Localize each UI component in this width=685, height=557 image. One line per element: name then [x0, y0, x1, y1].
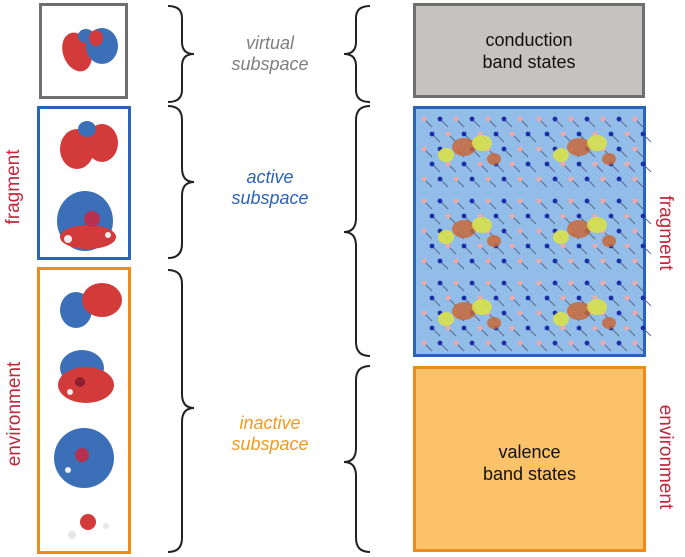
active-left-brace — [167, 105, 195, 259]
active-right-brace — [343, 105, 371, 357]
virtual-subspace-label: virtual subspace — [210, 33, 330, 75]
active-orbital-image — [57, 121, 118, 251]
valence-line2: band states — [482, 464, 577, 484]
inactive-subspace-label: inactive subspace — [210, 413, 330, 455]
inactive-subspace-line2: subspace — [231, 434, 309, 454]
conduction-line1: conduction — [485, 30, 573, 50]
active-subspace-line2: subspace — [231, 188, 309, 208]
inactive-orbital-image — [54, 283, 122, 539]
conduction-band-box: conduction band states — [413, 3, 645, 98]
virtual-orbital-box — [39, 3, 128, 99]
active-subspace-line1: active — [246, 167, 294, 187]
virtual-right-brace — [343, 5, 371, 103]
valence-band-box: valence band states — [413, 366, 646, 552]
virtual-orbital-image — [62, 28, 118, 72]
inactive-right-brace — [343, 365, 371, 553]
crystal-structure-image — [421, 116, 652, 352]
active-structure-box — [413, 106, 652, 357]
inactive-orbital-box — [37, 267, 131, 554]
active-orbital-box — [37, 106, 131, 260]
valence-line1: valence — [498, 442, 561, 462]
inactive-subspace-line1: inactive — [239, 413, 301, 433]
active-subspace-label: active subspace — [210, 167, 330, 209]
inactive-left-brace — [167, 269, 195, 553]
virtual-left-brace — [167, 5, 195, 103]
virtual-subspace-line2: subspace — [231, 54, 309, 74]
virtual-subspace-line1: virtual — [245, 33, 294, 53]
conduction-line2: band states — [482, 52, 576, 72]
